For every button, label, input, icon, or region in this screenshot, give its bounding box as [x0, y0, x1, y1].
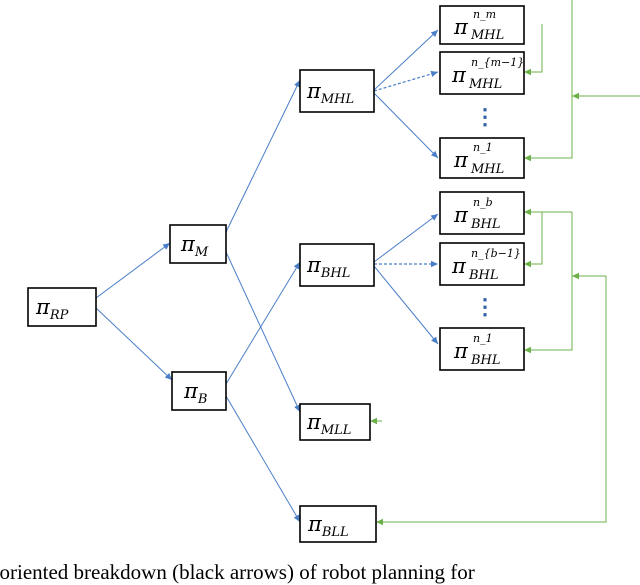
svg-text:π: π: [453, 339, 469, 363]
node-m: πM: [169, 224, 227, 264]
svg-text:πM: πM: [180, 232, 209, 260]
svg-text:n_{m−1}: n_{m−1}: [471, 56, 524, 69]
bhl-ellipsis: ⋮: [474, 294, 496, 320]
arrow-bhl-nb: [373, 213, 439, 263]
feedback-arrows: [370, 0, 640, 526]
node-bhl-nb: π n_b BHL: [439, 191, 525, 235]
feedback-bll: [376, 276, 607, 526]
figure-caption: k-oriented breakdown (black arrows) of r…: [0, 560, 475, 584]
arrow-m-mhl: [225, 79, 301, 233]
arrow-mhl-nm: [373, 29, 439, 91]
svg-text:π: π: [453, 148, 469, 172]
svg-text:πMLL: πMLL: [306, 410, 351, 438]
svg-text:πBHL: πBHL: [306, 253, 350, 281]
svg-text:n_{b−1}: n_{b−1}: [471, 247, 521, 260]
mhl-ellipsis: ⋮: [474, 104, 496, 130]
svg-text:π: π: [451, 254, 467, 278]
node-b: πB: [171, 371, 227, 411]
svg-text:BHL: BHL: [470, 217, 501, 232]
svg-text:MHL: MHL: [470, 28, 504, 43]
svg-text:n_1: n_1: [473, 332, 493, 345]
svg-text:BHL: BHL: [470, 353, 501, 368]
arrow-mhl-n1: [373, 92, 439, 159]
svg-text:π: π: [453, 15, 469, 39]
node-bhl-n1: π n_1 BHL: [439, 327, 525, 371]
node-mhl-nm: π n_m MHL: [439, 5, 525, 45]
arrow-b-bll: [225, 395, 301, 523]
arrow-bhl-n1: [373, 265, 439, 345]
feedback-mhl-nm1: [524, 24, 543, 76]
svg-text:πRP: πRP: [35, 295, 69, 323]
svg-text:MHL: MHL: [470, 162, 504, 177]
arrow-m-mll: [225, 251, 301, 413]
feedback-bhl-nb1: [524, 212, 543, 268]
svg-text:n_b: n_b: [473, 196, 493, 209]
feedback-bhl-n1: [524, 212, 573, 354]
node-mhl-nm-sup: n_m: [473, 8, 496, 21]
node-bhl-nb1: π n_{b−1} BHL: [439, 242, 525, 286]
node-bll: πBLL: [299, 505, 377, 543]
svg-text:πMHL: πMHL: [306, 79, 354, 107]
arrow-rp-m: [95, 242, 171, 299]
node-mll: πMLL: [299, 403, 371, 441]
decomposition-arrows: [95, 29, 439, 523]
node-bhl: πBHL: [299, 243, 375, 287]
svg-text:n_1: n_1: [473, 141, 493, 154]
arrow-rp-b: [95, 307, 173, 381]
svg-text:π: π: [453, 203, 469, 227]
feedback-mhl-n1: [524, 0, 573, 162]
svg-text:π: π: [451, 63, 467, 87]
arrow-mhl-nm1: [373, 70, 439, 92]
arrow-b-bhl: [225, 261, 301, 385]
node-mhl-nm1: π n_{m−1} MHL: [439, 51, 525, 95]
svg-text:MHL: MHL: [468, 77, 502, 92]
node-mhl-n1: π n_1 MHL: [439, 137, 525, 179]
svg-text:BHL: BHL: [468, 268, 499, 283]
node-mhl: πMHL: [299, 69, 375, 113]
svg-text:πBLL: πBLL: [307, 512, 349, 540]
node-rp: πRP: [27, 287, 97, 327]
svg-text:πB: πB: [183, 379, 207, 407]
